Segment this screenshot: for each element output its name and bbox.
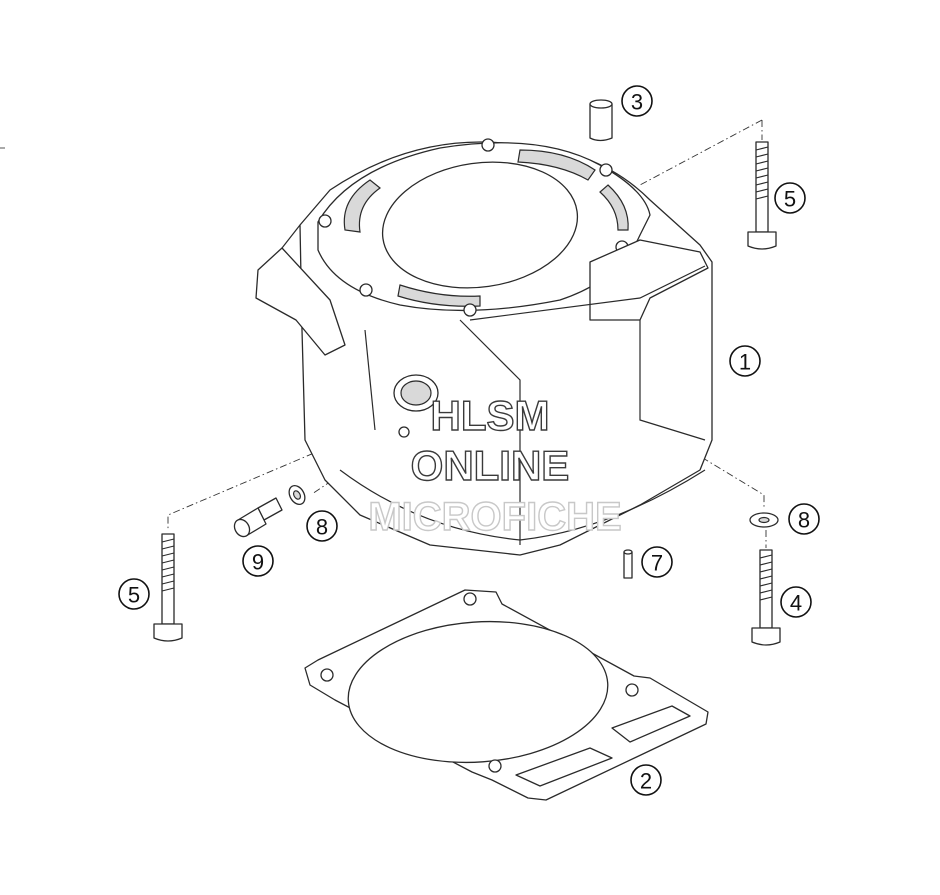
dowel-pin-part [623, 549, 633, 579]
callout-3: 3 [621, 85, 653, 117]
watermark-line-3: MICROFICHE [368, 495, 621, 539]
sealing-washer-left-part [288, 485, 306, 505]
stud-bolt-right-lower-part [751, 549, 781, 646]
stud-bolt-left-part [153, 533, 183, 642]
cylinder-part [255, 138, 713, 556]
callout-8-right-label: 8 [798, 508, 810, 533]
watermark: HLSM ONLINE MICROFICHE [368, 391, 623, 539]
watermark-line-1: HLSM [431, 392, 550, 439]
callout-3-label: 3 [631, 90, 643, 115]
callout-5-left: 5 [118, 578, 150, 610]
callout-8-left-label: 8 [316, 515, 328, 540]
base-gasket-part [304, 589, 709, 801]
callout-2-label: 2 [640, 769, 652, 794]
callout-5-top-label: 5 [784, 187, 796, 212]
callout-7-label: 7 [651, 551, 663, 576]
callout-9-label: 9 [252, 550, 264, 575]
callout-1: 1 [729, 345, 761, 377]
callout-9: 9 [242, 545, 274, 577]
callout-5-left-label: 5 [128, 583, 140, 608]
callout-8-left: 8 [306, 510, 338, 542]
callout-4-label: 4 [790, 591, 802, 616]
sealing-washer-right-part [749, 512, 779, 528]
callout-1-label: 1 [739, 350, 751, 375]
watermark-line-2: ONLINE [411, 442, 570, 489]
callout-2: 2 [630, 764, 662, 796]
stud-bolt-top-right-part [747, 141, 777, 250]
callout-7: 7 [641, 546, 673, 578]
callout-8-right: 8 [788, 503, 820, 535]
callout-5-top: 5 [774, 182, 806, 214]
callout-4: 4 [780, 586, 812, 618]
plug-screw-part [233, 497, 283, 538]
dowel-sleeve-part [589, 99, 613, 142]
